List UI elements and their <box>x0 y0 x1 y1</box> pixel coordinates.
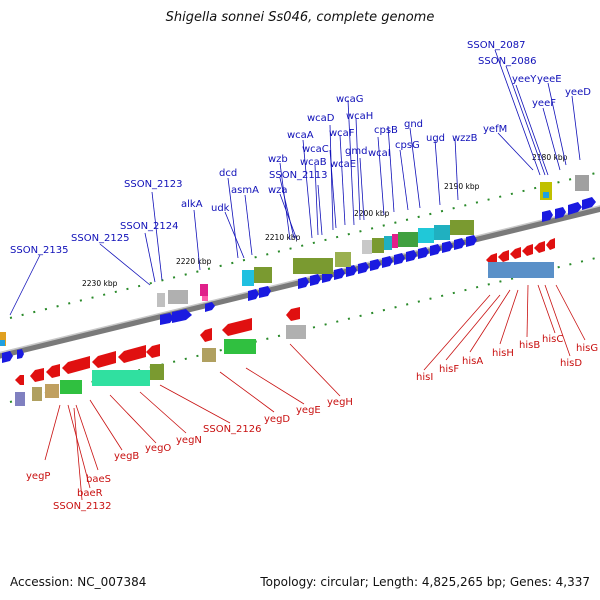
gene-label: yegO <box>145 443 171 454</box>
gene-label: wcaH <box>346 111 373 122</box>
gene-label: yegB <box>114 451 139 462</box>
gene-label: wzb <box>268 154 288 165</box>
gene-label: wcaB <box>300 157 327 168</box>
gene-label: SSON_2124 <box>120 221 179 232</box>
forward-strand-genes <box>2 197 596 363</box>
gene-label: ugd <box>426 133 445 144</box>
gene-label: wcaG <box>336 94 364 105</box>
gene-label: wza <box>268 185 288 196</box>
gene-label: cpsG <box>395 140 420 151</box>
gene-label: hisD <box>560 358 582 369</box>
gene-label: SSON_2086 <box>478 56 537 67</box>
gene-label: yeeF <box>532 98 556 109</box>
tick-2190: 2190 kbp <box>444 182 480 191</box>
gene-label: wcaE <box>330 159 356 170</box>
gene-label: baeR <box>77 488 103 499</box>
tick-2210: 2210 kbp <box>265 233 301 242</box>
gene-label: yegE <box>296 405 321 416</box>
gene-label: hisF <box>439 364 459 375</box>
gene-label: SSON_2126 <box>203 424 262 435</box>
map-title: Shigella sonnei Ss046, complete genome <box>165 10 435 25</box>
gene-label: hisA <box>462 356 483 367</box>
forward-strand-blocks <box>0 175 589 346</box>
gene-label: yegP <box>26 471 50 482</box>
gene-label: asmA <box>231 185 259 196</box>
gene-label: SSON_2125 <box>71 233 130 244</box>
gene-label: hisI <box>416 372 433 383</box>
reverse-strand-blocks <box>15 262 554 406</box>
gene-label: hisH <box>492 348 514 359</box>
gene-label: SSON_2135 <box>10 245 69 256</box>
topology-text: Topology: circular; Length: 4,825,265 bp… <box>260 575 590 589</box>
gene-label: wcaF <box>329 128 355 139</box>
gene-label: SSON_2123 <box>124 179 183 190</box>
tick-2230: 2230 kbp <box>82 279 118 288</box>
gene-label: alkA <box>181 199 203 210</box>
tick-2180: 2180 kbp <box>532 153 568 162</box>
gene-label: cpsB <box>374 125 398 136</box>
gene-label: yeeE <box>537 74 562 85</box>
accession-text: Accession: NC_007384 <box>10 575 147 589</box>
gene-label: dcd <box>219 168 237 179</box>
gene-label: hisC <box>542 334 563 345</box>
gene-label: wcaD <box>307 113 335 124</box>
gene-label: baeS <box>86 474 111 485</box>
tick-2220: 2220 kbp <box>176 257 212 266</box>
gene-label: SSON_2132 <box>53 501 112 512</box>
gene-label: yegH <box>327 397 353 408</box>
gene-label: SSON_2113 <box>269 170 328 181</box>
gene-label: yefM <box>483 124 507 135</box>
kbp-ticks: 2230 kbp 2220 kbp 2210 kbp 2200 kbp 2190… <box>82 153 568 288</box>
leader-lines-bottom <box>44 284 586 501</box>
gene-label: yeeY <box>512 74 537 85</box>
gene-labels-bottom: yegP baeR baeS SSON_2132 yegB yegO yegN … <box>26 334 598 512</box>
gene-labels-top: SSON_2135 SSON_2125 SSON_2124 SSON_2123 … <box>10 40 591 256</box>
leader-lines-top <box>9 49 581 316</box>
gene-label: wcaI <box>368 148 391 159</box>
gene-label: yegN <box>176 435 202 446</box>
gene-label: hisG <box>576 343 598 354</box>
gene-label: SSON_2087 <box>467 40 526 51</box>
gene-label: gmd <box>345 146 367 157</box>
gene-label: wcaA <box>287 130 314 141</box>
gene-label: udk <box>211 203 230 214</box>
gene-label: wcaC <box>302 144 329 155</box>
gene-label: hisB <box>519 340 540 351</box>
gene-label: gnd <box>404 119 423 130</box>
gene-label: wzzB <box>452 133 478 144</box>
gene-label: yegD <box>264 414 290 425</box>
tick-2200: 2200 kbp <box>354 209 390 218</box>
reverse-strand-genes <box>15 238 555 385</box>
gene-label: yeeD <box>565 87 591 98</box>
